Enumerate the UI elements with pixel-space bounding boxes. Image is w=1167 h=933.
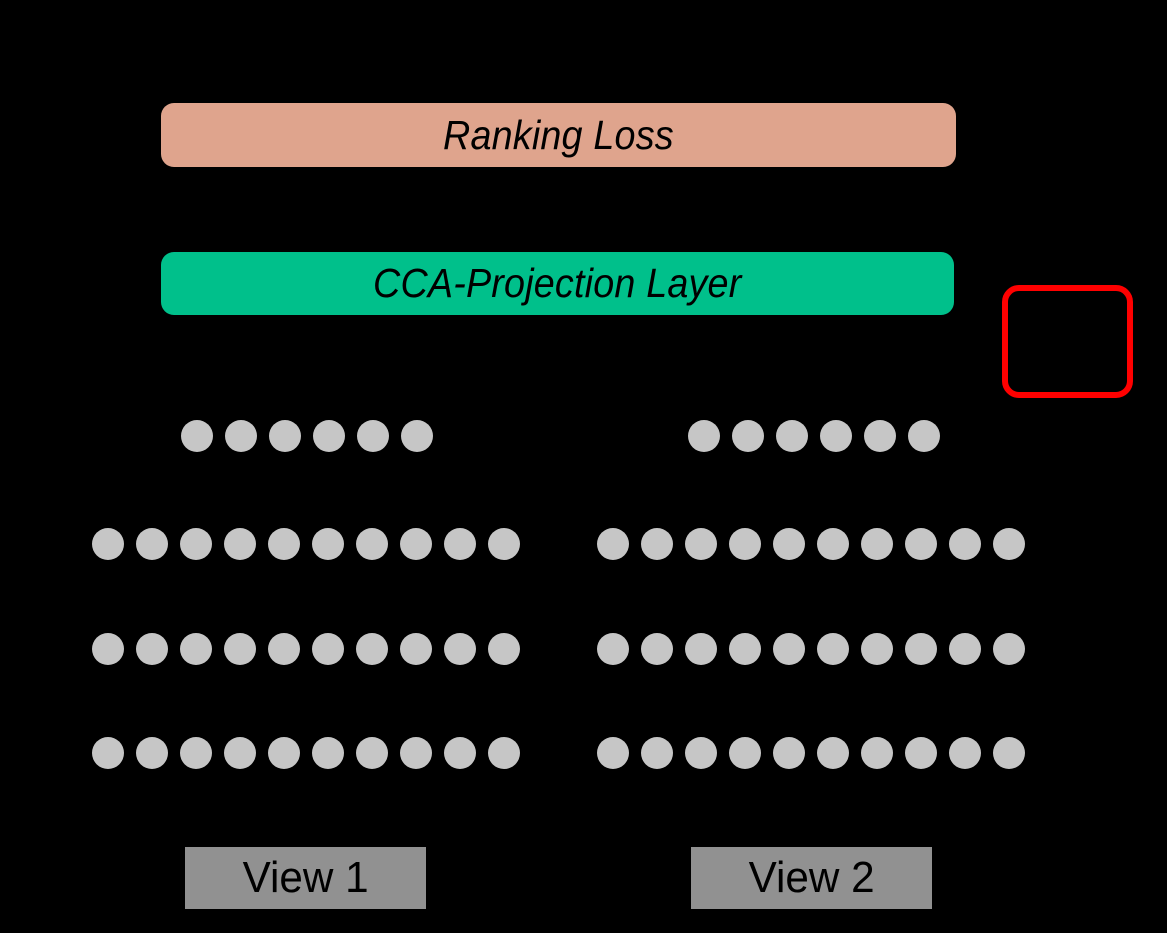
network-node: [92, 633, 124, 665]
view2-layer-3: [597, 633, 1025, 665]
network-node: [688, 420, 720, 452]
network-node: [488, 528, 520, 560]
network-node: [400, 528, 432, 560]
network-node: [180, 737, 212, 769]
network-node: [268, 528, 300, 560]
network-node: [729, 633, 761, 665]
network-node: [773, 528, 805, 560]
network-node: [136, 737, 168, 769]
view1-layer-2: [92, 528, 520, 560]
network-node: [864, 420, 896, 452]
network-node: [820, 420, 852, 452]
view-1-label-text: View 1: [242, 853, 369, 902]
network-node: [356, 528, 388, 560]
network-node: [908, 420, 940, 452]
network-node: [729, 737, 761, 769]
network-node: [92, 737, 124, 769]
cca-projection-layer-label: CCA-Projection Layer: [373, 260, 742, 306]
network-node: [444, 737, 476, 769]
view2-layer-top: [688, 420, 940, 452]
network-node: [905, 633, 937, 665]
network-node: [597, 528, 629, 560]
network-node: [641, 737, 673, 769]
network-node: [313, 420, 345, 452]
network-node: [488, 737, 520, 769]
network-node: [905, 737, 937, 769]
network-node: [949, 737, 981, 769]
ranking-loss-label: Ranking Loss: [443, 111, 674, 158]
network-node: [817, 633, 849, 665]
network-node: [444, 528, 476, 560]
red-annotation-box: [1002, 285, 1133, 398]
network-node: [181, 420, 213, 452]
network-node: [905, 528, 937, 560]
network-node: [268, 633, 300, 665]
network-node: [641, 633, 673, 665]
network-node: [401, 420, 433, 452]
network-node: [400, 633, 432, 665]
network-node: [993, 633, 1025, 665]
network-node: [685, 633, 717, 665]
network-node: [817, 528, 849, 560]
view-2-label-text: View 2: [748, 853, 875, 902]
network-node: [312, 633, 344, 665]
view1-layer-top: [181, 420, 433, 452]
network-node: [357, 420, 389, 452]
network-node: [949, 633, 981, 665]
network-node: [180, 633, 212, 665]
network-node: [729, 528, 761, 560]
network-node: [861, 737, 893, 769]
network-node: [776, 420, 808, 452]
network-node: [400, 737, 432, 769]
network-node: [773, 633, 805, 665]
network-node: [136, 528, 168, 560]
network-node: [861, 528, 893, 560]
view1-layer-bottom: [92, 737, 520, 769]
network-node: [312, 737, 344, 769]
network-node: [224, 528, 256, 560]
network-node: [597, 737, 629, 769]
network-node: [641, 528, 673, 560]
network-node: [225, 420, 257, 452]
network-node: [224, 633, 256, 665]
network-node: [356, 737, 388, 769]
network-node: [817, 737, 849, 769]
cca-projection-layer-box: CCA-Projection Layer: [161, 252, 954, 315]
view2-layer-2: [597, 528, 1025, 560]
network-node: [136, 633, 168, 665]
network-node: [993, 737, 1025, 769]
network-node: [224, 737, 256, 769]
network-node: [773, 737, 805, 769]
network-node: [993, 528, 1025, 560]
network-node: [949, 528, 981, 560]
network-node: [312, 528, 344, 560]
network-node: [356, 633, 388, 665]
network-node: [732, 420, 764, 452]
network-node: [268, 737, 300, 769]
view-2-label-box: View 2: [691, 847, 932, 909]
view-1-label-box: View 1: [185, 847, 426, 909]
network-node: [444, 633, 476, 665]
network-node: [269, 420, 301, 452]
view2-layer-bottom: [597, 737, 1025, 769]
network-node: [597, 633, 629, 665]
network-node: [861, 633, 893, 665]
ranking-loss-box: Ranking Loss: [161, 103, 956, 167]
network-node: [488, 633, 520, 665]
network-node: [180, 528, 212, 560]
network-node: [685, 528, 717, 560]
view1-layer-3: [92, 633, 520, 665]
network-node: [685, 737, 717, 769]
network-node: [92, 528, 124, 560]
